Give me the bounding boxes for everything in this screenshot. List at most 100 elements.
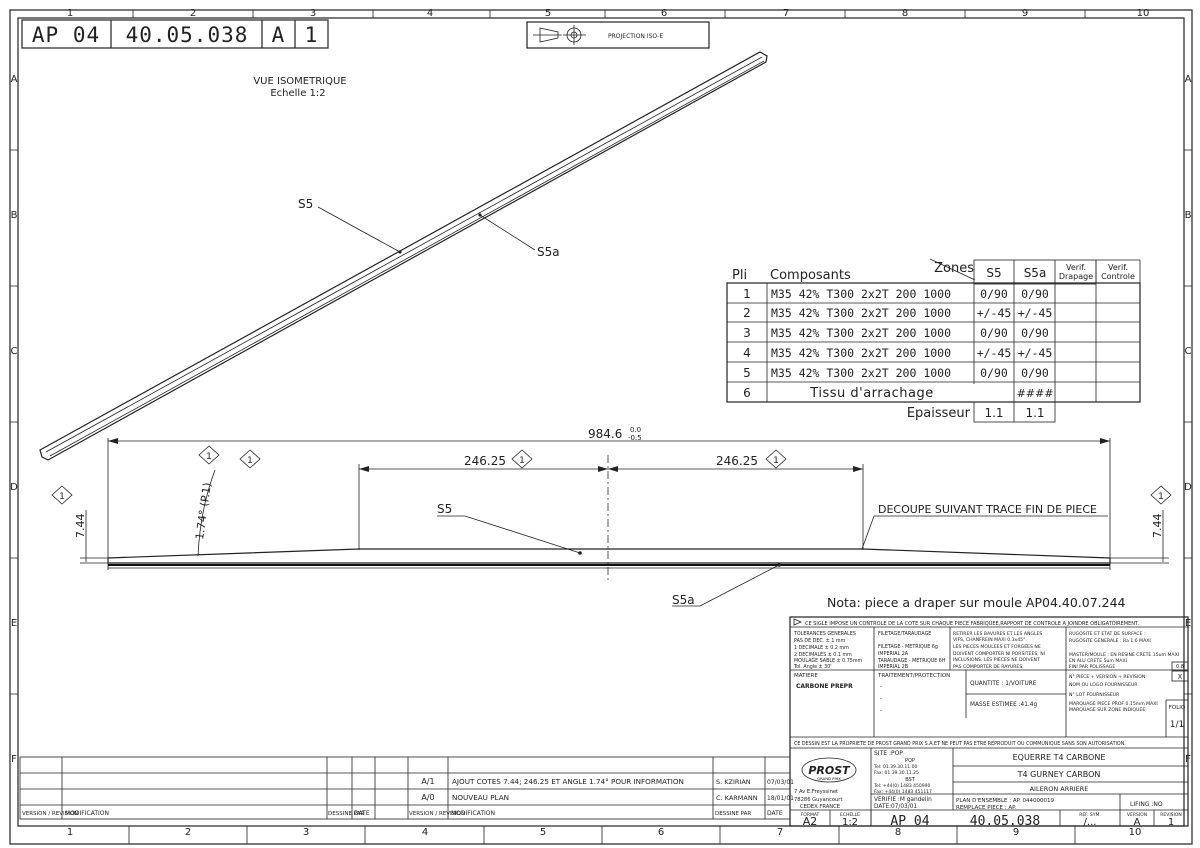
iso-label-s5a: S5a [537,245,560,259]
col-label: 7 [777,827,783,838]
ply-row-s5: +/-45 [977,306,1012,320]
ply-row-number: 6 [743,386,751,400]
callout-number: 1 [206,452,212,462]
row-zone-ticks [10,149,1192,695]
col-label: 5 [545,8,551,19]
rev-header-rev: VERSION / REVISION [409,811,465,817]
ply-row-number: 3 [743,326,751,340]
format-label: FORMAT [801,812,820,818]
drawing-id-header: AP 04 40.05.038 A 1 [21,19,329,49]
treatment-value: - [880,707,882,714]
col-label: 4 [427,8,433,19]
ply-row-s5a: 0/90 [1021,366,1049,380]
ply-row: 4 M35 42% T300 2x2T 200 1000 +/-45 +/-45 [743,346,1052,360]
folio-value: 1/1 [1170,720,1184,730]
part-name-2: T4 GURNEY CARBON [1017,770,1101,779]
col-label: 10 [1129,827,1142,838]
marking-x: X [1178,673,1183,681]
treatment-value: - [880,683,882,690]
edge-note-line: DOIVENT COMPORTER NI PORSITEES, NI [953,651,1045,657]
col-label: 2 [185,827,191,838]
marking-line: N° PIECE + VERSION + REVISION [1069,674,1145,680]
callout-number: 1 [1158,492,1164,502]
ply-row-component: M35 42% T300 2x2T 200 1000 [771,366,951,380]
site-bst: BST [905,777,916,783]
part-name-3: AILERON ARRIERE [1030,785,1089,793]
ply-col-components: Composants [770,268,851,283]
marking-line: N° LOT FOURNISSEUR [1069,692,1120,698]
drawing-note: Nota: piece a draper sur moule AP04.40.0… [827,595,1126,610]
tolerance-line: MOULAGE SABLE ± 0.75mm [794,658,863,664]
revision-value: 1 [1168,817,1174,828]
revision-row-by: C. KARMANN [716,794,758,802]
col-label: 8 [895,827,901,838]
isometric-view: VUE ISOMETRIQUE Echelle 1:2 S5 S5a [39,51,768,461]
thread-line: FILETAGE - METRIQUE 6g [878,644,938,650]
rev-header-rev: VERSION / REVISION [22,811,78,817]
header-code-prefix: AP 04 [32,23,100,47]
row-label: E [11,618,17,629]
logo-text: PROST [808,764,851,777]
ply-row-number: 5 [743,366,751,380]
dim-overall: 984.6 [588,427,622,441]
col-label: 1 [67,8,73,19]
row-label: A [1185,74,1192,85]
ply-col-pli: Pli [732,268,747,283]
scale-value: 1:2 [842,817,858,828]
revision-row-date: 07/03/01 [767,779,794,786]
address-line: 78286 Guyancourt [794,797,842,803]
site-bst-fax: Fax: +44(0) 1483 451117 [874,789,932,795]
site-pop-tel: Tel: 01.39.30.11.00 [873,764,917,770]
marking-line: MARQUAGE PIECE PROF 0.15mm MAXI [1069,701,1158,707]
dim-overall-tol-upper: 0.0 [630,426,641,434]
ply-row-number: 1 [743,287,751,301]
version-label: VERSION [1127,812,1147,818]
ply-row-s5: 0/90 [980,366,1008,380]
surface-note-line: EN ALU CRETE 5um MAXI [1069,658,1127,664]
ply-thickness-s5: 1.1 [984,406,1003,420]
edge-note-line: LES PIECES MOULEES ET FORGEES NE [953,644,1041,650]
row-label: C [11,346,18,357]
title-drawing-prefix: AP 04 [890,814,929,829]
col-label: 3 [310,8,316,19]
site-pop: POP [905,758,915,764]
ply-col-verif-controle: Controle [1101,272,1135,281]
iso-label-s5: S5 [298,197,313,211]
treatment-value: - [880,695,882,702]
col-label: 8 [902,8,908,19]
revision-row-by: S. KZIRIAN [716,778,751,786]
col-label: 9 [1022,8,1028,19]
assembly-ref: PLAN D'ENSEMBLE : AP. 044000019 [956,798,1055,804]
col-label: 10 [1137,8,1150,19]
ply-row-number: 4 [743,346,751,360]
row-label: F [11,754,17,765]
ply-row-component: M35 42% T300 2x2T 200 1000 [771,306,951,320]
dim-height-right: 7.44 [1151,514,1164,539]
ref-sym-value: /... [1084,817,1097,828]
projection-label: PROJECTION ISO-E [608,33,663,40]
col-label: 6 [661,8,667,19]
ply-col-s5: S5 [986,266,1001,280]
ply-col-verif-drapage: Verif. [1066,263,1086,272]
title-block: CE SIGLE IMPOSE UN CONTROLE DE LA COTE S… [789,616,1189,829]
edge-note-line: PAS COMPORTER DE RAYURES. [953,664,1024,670]
ply-row-component: M35 42% T300 2x2T 200 1000 [771,346,951,360]
column-zone-ticks [128,10,1086,844]
rev-header-date: DATE [354,810,370,817]
rev-header-date: DATE [767,810,783,817]
ply-col-zones: Zones [934,261,974,276]
address-line: 7 Av E.Freyssinet [794,789,838,795]
row-label: A [11,74,18,85]
ply-thickness-label: Epaisseur [907,406,971,421]
col-label: 7 [783,8,789,19]
material-value: CARBONE PREPR [796,683,853,690]
outer-frame [9,9,1193,845]
ownership-note: CE DESSIN EST LA PROPRIETE DE PROST GRAN… [794,741,1126,747]
title-header-note: CE SIGLE IMPOSE UN CONTROLE DE LA COTE S… [805,621,1139,627]
ply-row-s5: +/-45 [977,346,1012,360]
site-bst-tel: Tel: +44(0) 1483 450990 [873,783,930,789]
dim-height-left: 7.44 [74,514,87,539]
ply-row: 6 Tissu d'arrachage #### [743,386,1053,401]
version-value: A [1134,817,1141,828]
logo-subtext: GRAND PRIX [817,776,841,781]
